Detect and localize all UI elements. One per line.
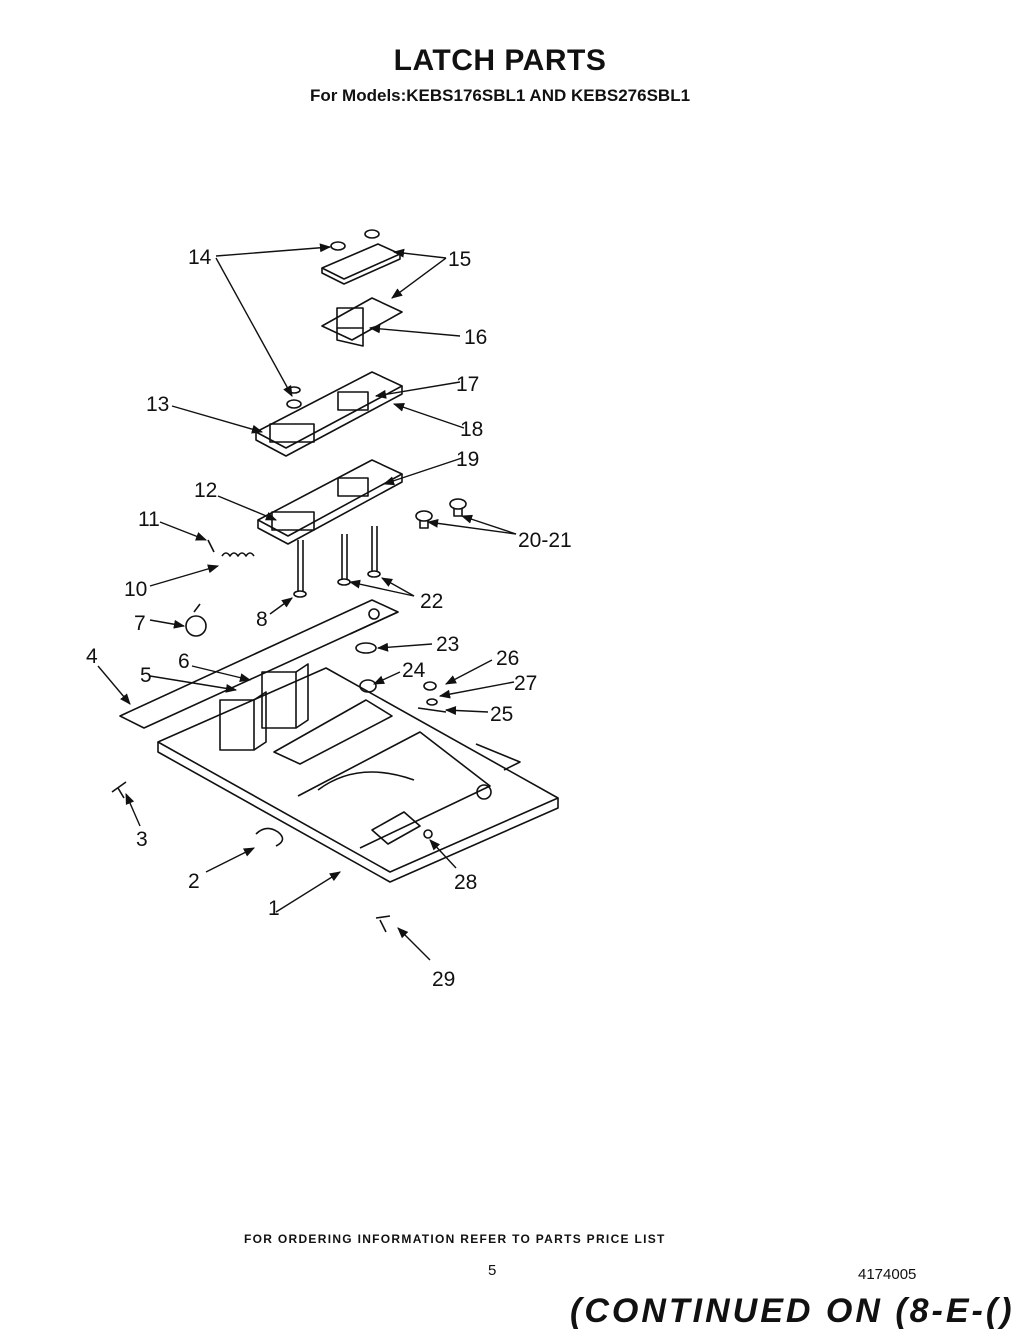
callout-2: 2: [188, 870, 200, 893]
part-18-switch-plate-upper: [255, 371, 403, 457]
callout-14: 14: [188, 246, 212, 269]
part-15-bracket: [321, 229, 401, 285]
callout-15: 15: [448, 248, 471, 271]
part-2-3-29-fasteners: [111, 781, 391, 933]
document-number: 4174005: [858, 1266, 917, 1283]
model-subtitle: For Models:KEBS176SBL1 AND KEBS276SBL1: [309, 86, 691, 105]
part-8-22-screws: [293, 526, 381, 598]
callout-26: 26: [496, 647, 519, 670]
ordering-note: FOR ORDERING INFORMATION REFER TO PARTS …: [244, 1232, 666, 1246]
callout-4-label: 4: [86, 645, 98, 668]
part-1-base-plate: [157, 667, 559, 883]
callout-25: 25: [490, 703, 513, 726]
part-16-switch-bracket: [321, 297, 403, 347]
callout-18: 18: [460, 418, 483, 441]
part-20-21-buttons: [415, 498, 467, 529]
part-4-latch-arm: [119, 599, 399, 729]
continued-note: (CONTINUED ON (8-E-(): [570, 1292, 1015, 1330]
callout-1: 1: [268, 897, 280, 920]
callout-19: 19: [456, 448, 479, 471]
callout-28: 28: [454, 871, 477, 894]
callout-22: 22: [420, 590, 443, 613]
part-7-clip: [185, 603, 207, 637]
page-number: 5: [488, 1262, 497, 1279]
part-12-switch-plate-lower: [257, 459, 403, 545]
callout-29: 29: [432, 968, 455, 991]
callout-16: 16: [464, 326, 487, 349]
callout-13: 13: [146, 393, 169, 416]
page-title: LATCH PARTS: [393, 44, 607, 77]
callout-20-21: 20-21: [518, 529, 572, 552]
callout-11: 11: [138, 508, 160, 531]
callout-17: 17: [456, 373, 479, 396]
callout-6: 6: [178, 650, 190, 673]
callout-23: 23: [436, 633, 459, 656]
callout-27: 27: [514, 672, 537, 695]
part-10-spring: [207, 539, 255, 557]
callout-8: 8: [256, 608, 268, 631]
callout-12: 12: [194, 479, 217, 502]
callout-24: 24: [402, 659, 426, 682]
callout-3: 3: [136, 828, 148, 851]
callout-5: 5: [140, 664, 152, 687]
callout-7: 7: [134, 612, 146, 635]
part-6-solenoid: [219, 663, 309, 751]
callout-10: 10: [124, 578, 147, 601]
